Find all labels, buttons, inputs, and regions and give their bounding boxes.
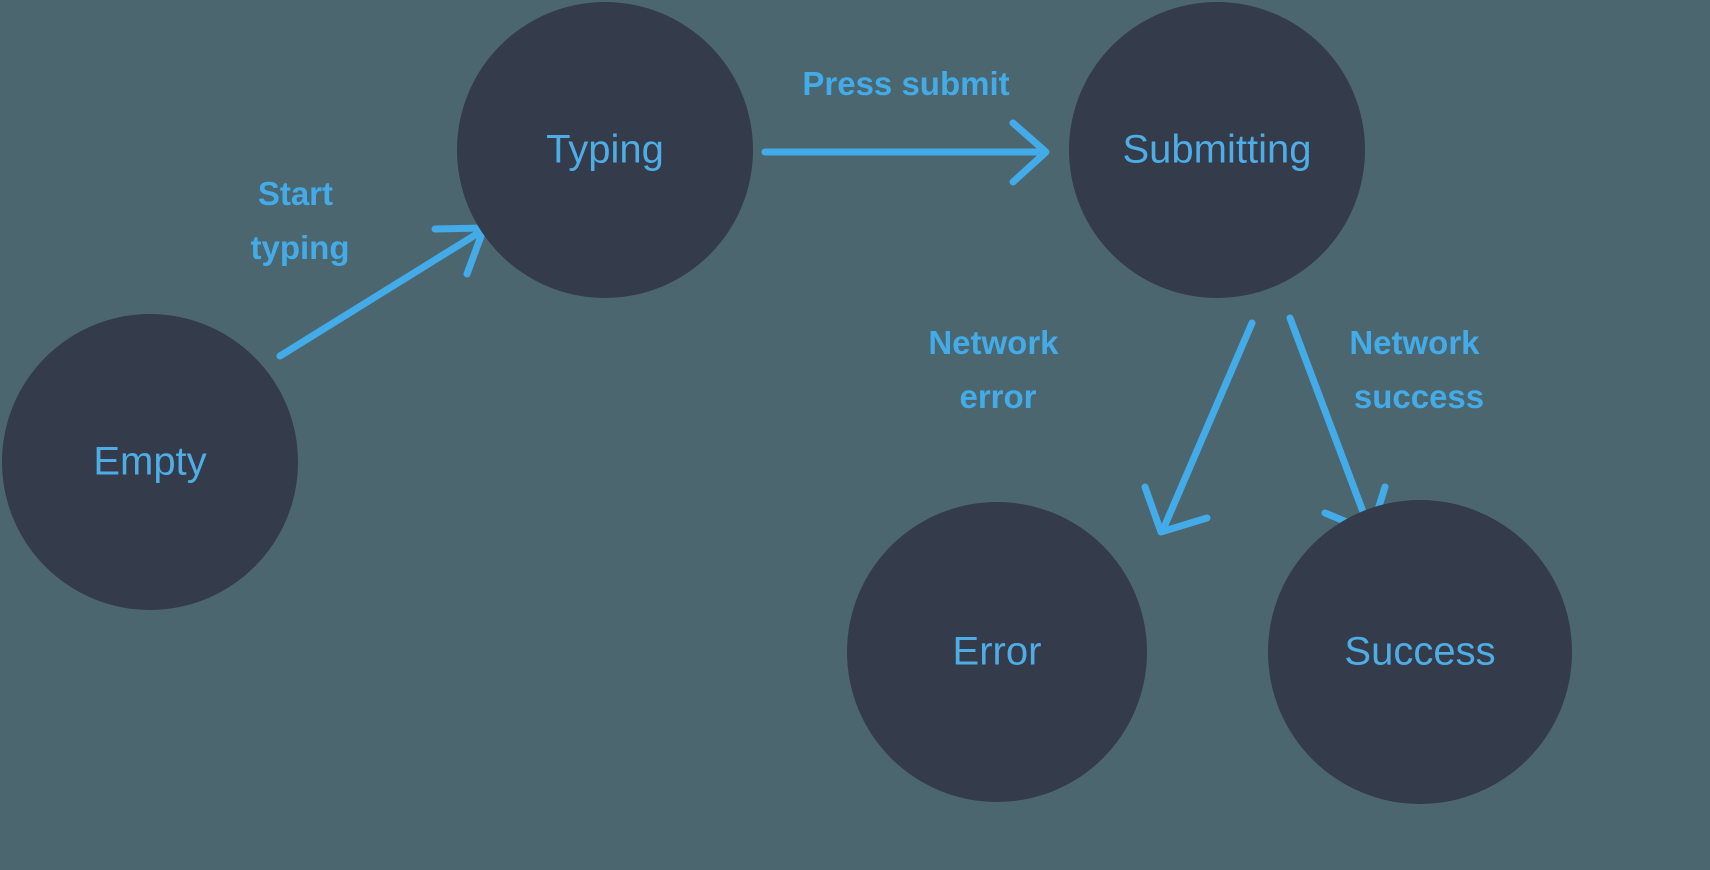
state-node-error-circle[interactable] [847, 502, 1147, 802]
edge-label-network-success: Network success [1349, 324, 1488, 415]
edge-label-network-error: Network error [928, 324, 1067, 415]
state-node-success-label: Success [1344, 630, 1495, 674]
state-node-submitting-label: Submitting [1123, 128, 1312, 172]
state-node-typing-label: Typing [546, 128, 664, 172]
state-node-success-circle[interactable] [1268, 500, 1572, 804]
state-node-typing-circle[interactable] [457, 2, 753, 298]
edge-submitting-to-error [1141, 319, 1256, 536]
state-node-typing[interactable]: Typing [457, 2, 753, 298]
edge-label-press-submit: Press submit [802, 65, 1009, 102]
edge-typing-to-submitting [761, 119, 1050, 186]
state-node-empty-circle[interactable] [2, 314, 298, 610]
state-node-success[interactable]: Success [1268, 500, 1572, 804]
state-node-submitting-circle[interactable] [1069, 2, 1365, 298]
state-node-error[interactable]: Error [847, 502, 1147, 802]
edge-line-submitting-to-error [1161, 319, 1256, 529]
edge-line-submitting-to-success [1286, 314, 1372, 529]
edge-label-start-typing: Start typing [251, 175, 350, 266]
edge-line-empty-to-typing [276, 228, 484, 360]
state-node-submitting[interactable]: Submitting [1069, 2, 1365, 298]
arrowhead-submitting-to-error [1141, 483, 1211, 536]
state-node-error-label: Error [953, 630, 1042, 674]
arrowhead-typing-to-submitting [1009, 119, 1050, 186]
state-node-empty-label: Empty [93, 440, 206, 484]
state-node-empty[interactable]: Empty [2, 314, 298, 610]
